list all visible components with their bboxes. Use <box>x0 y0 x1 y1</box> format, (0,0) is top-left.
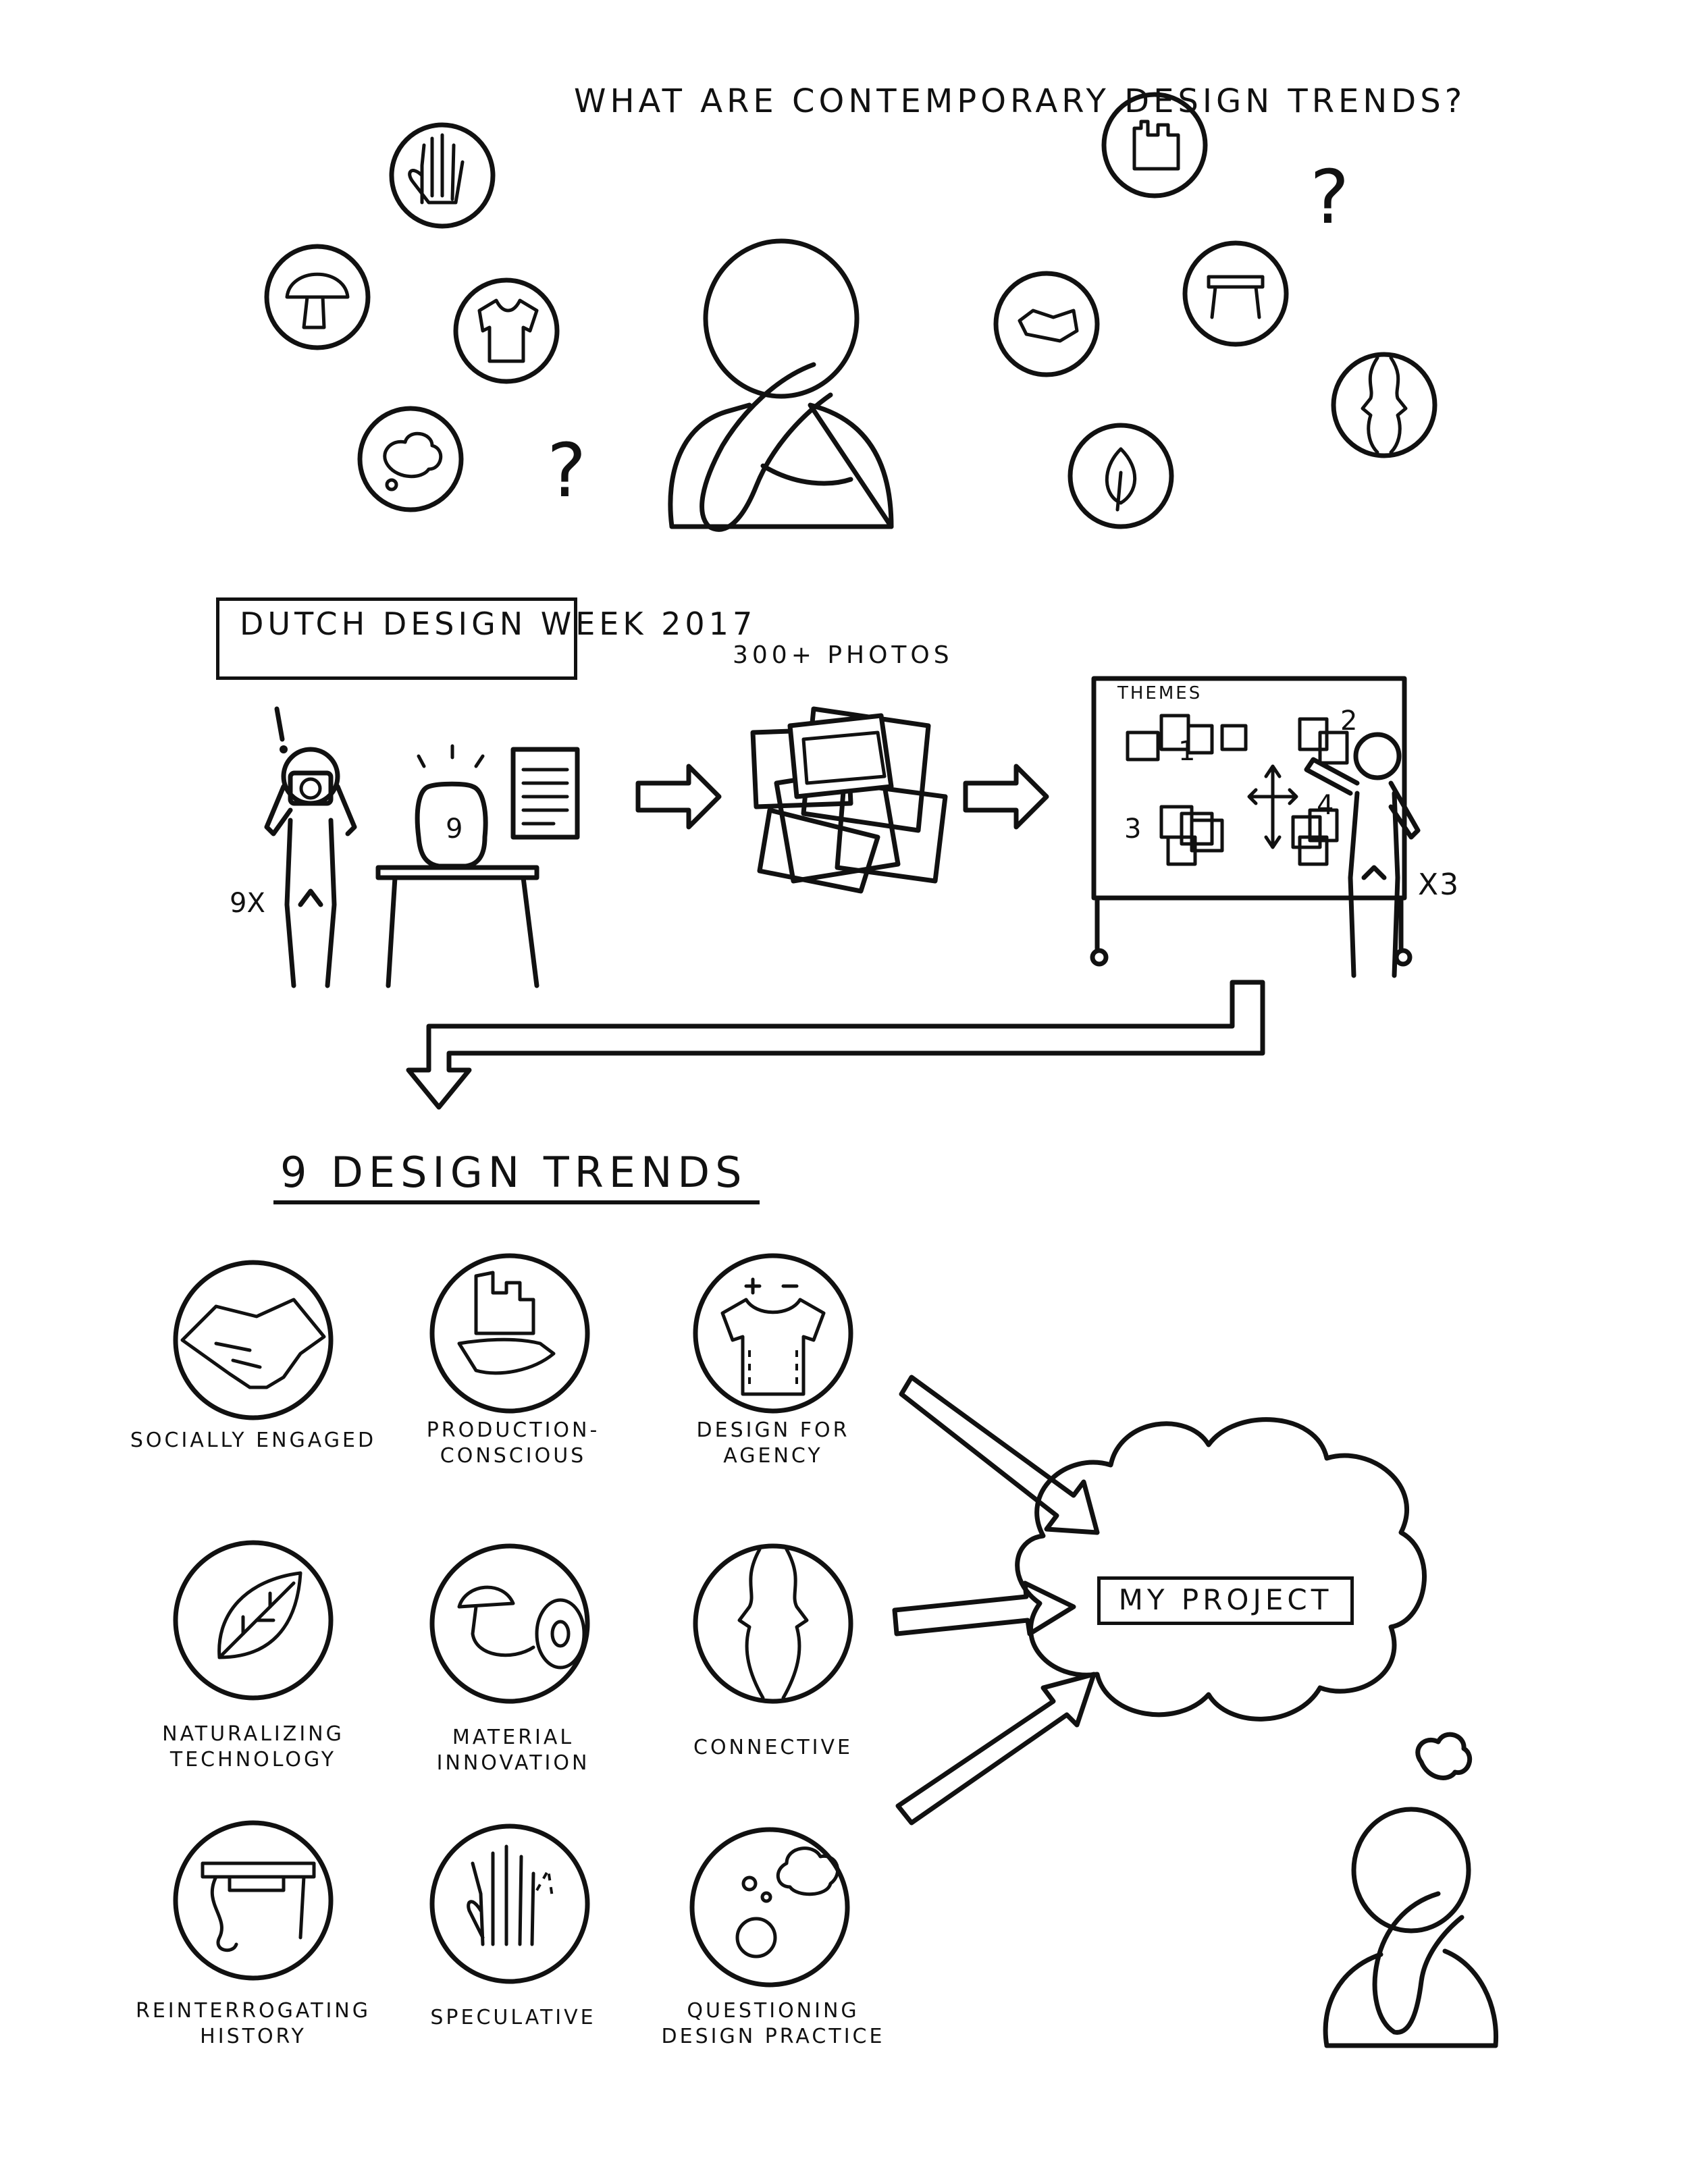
theme-number-3: 3 <box>1124 814 1142 845</box>
factory-icon-bubble <box>1101 92 1208 198</box>
return-arrow <box>406 980 1265 1110</box>
mushroom-roll-icon <box>429 1543 590 1704</box>
vase-exhibit <box>415 744 488 869</box>
trend-label-design-for-agency: DESIGN FOR AGENCY <box>696 1418 850 1468</box>
vase-number: 9 <box>446 814 463 845</box>
circuit-leaf-icon <box>173 1540 334 1701</box>
theme-number-1: 1 <box>1178 736 1196 767</box>
info-sheet <box>510 747 580 840</box>
pedestal-table <box>375 865 539 988</box>
project-cloud <box>1015 1417 1427 1722</box>
event-title-box: DUTCH DESIGN WEEK 2017 <box>216 597 752 680</box>
thought-cloud-icon-bubble <box>357 406 464 512</box>
shirt-plus-minus-icon <box>693 1253 853 1414</box>
hand-icon-bubble <box>389 122 496 229</box>
handshake-icon <box>173 1260 334 1420</box>
trend-label-connective: CONNECTIVE <box>693 1736 853 1759</box>
shirt-icon-bubble <box>453 277 560 384</box>
visit-count: 9x <box>230 888 265 919</box>
photos-label: 300+ PHOTOS <box>733 641 953 669</box>
photo-pile <box>750 706 948 894</box>
theme-number-4: 4 <box>1317 790 1334 821</box>
trend-label-naturalizing-technology: NATURALIZING TECHNOLOGY <box>162 1722 344 1772</box>
arrow-to-photos <box>635 764 722 830</box>
mushroom-icon-bubble <box>264 244 371 350</box>
thinker-figure-top <box>668 238 894 532</box>
arrows-to-project <box>892 1375 1100 1826</box>
leaf-icon-bubble <box>1067 423 1174 529</box>
trends-heading-underline <box>273 1200 760 1204</box>
trends-heading: 9 DESIGN TRENDS <box>280 1148 747 1197</box>
my-project-box: MY PROJECT <box>1097 1576 1354 1625</box>
small-thought-cloud <box>1415 1732 1473 1780</box>
stool-icon-bubble <box>1182 240 1289 347</box>
themes-board <box>1090 676 1413 967</box>
board-label: THEMES <box>1117 683 1203 703</box>
trend-label-material-innovation: MATERIAL INNOVATION <box>436 1726 590 1775</box>
handshake-icon-bubble <box>993 271 1100 377</box>
faces-icon <box>693 1543 853 1704</box>
hand-extra-finger-icon <box>429 1823 590 1984</box>
trend-label-reinterrogating-history: REINTERROGATING HISTORY <box>136 1999 371 2048</box>
factory-on-hand-icon <box>429 1253 590 1414</box>
trend-label-socially-engaged: SOCIALLY ENGAGED <box>130 1429 377 1452</box>
presenter-figure <box>1304 732 1421 978</box>
trend-label-questioning-design-practice: QUESTIONING DESIGN PRACTICE <box>661 1999 885 2048</box>
trend-label-speculative: SPECULATIVE <box>430 2006 596 2029</box>
question-mark-left: ? <box>547 427 586 514</box>
faces-icon-bubble <box>1331 352 1438 458</box>
photographer-figure <box>264 706 357 988</box>
trend-label-production-conscious: PRODUCTION-CONSCIOUS <box>426 1418 600 1468</box>
ornate-table-icon <box>173 1820 334 1981</box>
intro-question: WHAT ARE CONTEMPORARY DESIGN TRENDS? <box>574 82 1467 120</box>
question-mark-right: ? <box>1310 154 1349 240</box>
thinking-person-icon <box>689 1827 850 1988</box>
thinker-figure-bottom <box>1323 1807 1499 2048</box>
session-count: x3 <box>1418 868 1460 902</box>
theme-number-2: 2 <box>1340 705 1358 737</box>
arrow-to-board <box>963 764 1049 830</box>
